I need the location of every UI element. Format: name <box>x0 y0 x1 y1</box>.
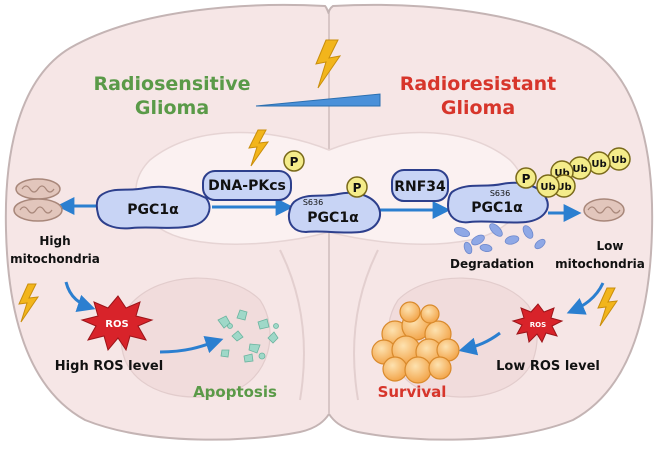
phospho-badge <box>346 176 368 198</box>
ub-badge-label: Ub <box>556 182 571 193</box>
pgc1a-left-label: PGC1α <box>127 202 179 218</box>
low-mito-line1: Low <box>597 239 624 253</box>
site-mid-label: S636 <box>303 198 323 207</box>
gradient-wedge-icon <box>255 93 381 107</box>
pgc1a-left-protein: PGC1α <box>95 185 211 230</box>
phospho-badge <box>515 167 537 189</box>
degradation-fragments-icon <box>453 223 546 255</box>
lightning-bolt-icon <box>597 287 619 327</box>
high-mito-line2: mitochondria <box>10 252 100 266</box>
phospho-badge-label: P <box>522 172 531 186</box>
ubiquitin-chain: Ub Ub Ub Ub Ub Ub <box>536 147 631 198</box>
ros-left-badge: ROS <box>105 319 128 330</box>
ub-badge-label: Ub <box>540 182 555 193</box>
pgc1a-mid-label: PGC1α <box>307 210 359 226</box>
high-ros-level-label: High ROS level <box>55 359 163 374</box>
cell-cluster-icon <box>371 301 460 384</box>
pgc1a-right-label: PGC1α <box>471 200 523 216</box>
phospho-badge-label: P <box>353 181 362 195</box>
low-mito-line2: mitochondria <box>555 257 645 271</box>
mitochondrion-icon <box>13 178 63 222</box>
apoptosis-label: Apoptosis <box>193 383 277 401</box>
title-radiosensitive-line1: Radiosensitive <box>93 73 250 95</box>
title-radioresistant-line2: Glioma <box>441 97 515 119</box>
lightning-bolt-icon <box>18 283 40 323</box>
degradation-label: Degradation <box>450 257 534 271</box>
rnf34-protein: RNF34 <box>391 169 449 202</box>
ub-badge-label: Ub <box>591 159 606 170</box>
ros-star-icon: ROS <box>80 295 154 352</box>
ub-badge-label: Ub <box>554 168 569 179</box>
mitochondrion-icon <box>583 198 625 222</box>
dnapkcs-label: DNA-PKcs <box>208 178 286 194</box>
rnf34-label: RNF34 <box>394 179 446 195</box>
apoptosis-fragments-icon <box>217 309 279 363</box>
survival-label: Survival <box>378 383 447 401</box>
ros-star-icon: ROS <box>511 303 564 344</box>
site-right-label: S636 <box>490 189 510 198</box>
ub-badge-label: Ub <box>611 155 626 166</box>
pathway-arrows <box>56 197 605 356</box>
lightning-bolt-icon <box>248 129 270 167</box>
pgc1a-right-protein: S636 PGC1α P <box>446 167 549 224</box>
ub-badge-label: Ub <box>572 164 587 175</box>
title-radioresistant-line1: Radioresistant <box>400 73 557 95</box>
high-mito-line1: High <box>39 234 70 248</box>
dnapkcs-protein: DNA-PKcs P <box>202 129 305 201</box>
lightning-bolt-icon <box>315 39 342 89</box>
title-radiosensitive-line2: Glioma <box>135 97 209 119</box>
phospho-badge-label: P <box>290 155 299 169</box>
ros-right-badge: ROS <box>530 321 546 329</box>
phospho-badge <box>283 150 305 172</box>
low-ros-level-label: Low ROS level <box>496 359 600 374</box>
pgc1a-mid-protein: S636 PGC1α P <box>287 176 381 234</box>
